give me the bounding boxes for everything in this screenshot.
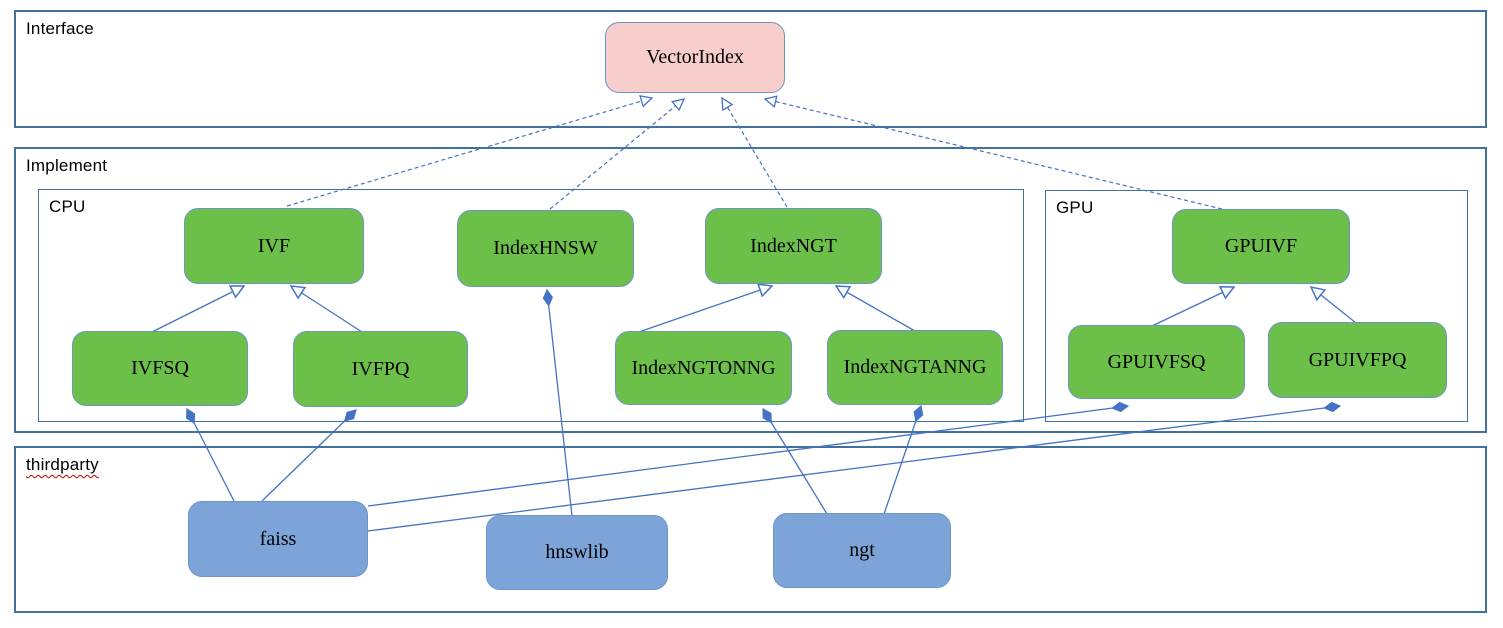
implement-container-label: Implement xyxy=(26,156,108,175)
cpu-container: CPU xyxy=(38,189,1024,422)
node-indexhnsw: IndexHNSW xyxy=(457,210,634,287)
gpu-container: GPU xyxy=(1045,190,1468,422)
node-ivf-label: IVF xyxy=(257,234,291,257)
edge-ivfpq-ivf xyxy=(291,286,363,333)
node-ivfsq: IVFSQ xyxy=(72,331,248,406)
edge-ivf-vectorindex xyxy=(286,98,652,207)
node-hnswlib: hnswlib xyxy=(486,515,668,590)
node-indexngtonng: IndexNGTONNG xyxy=(615,331,792,405)
interface-container-label: Interface xyxy=(26,19,94,38)
node-gpuivfsq-label: GPUIVFSQ xyxy=(1107,350,1206,373)
node-indexngtonng-label: IndexNGTONNG xyxy=(631,356,776,379)
node-indexngtanng: IndexNGTANNG xyxy=(827,330,1003,405)
node-ngt-label: ngt xyxy=(849,539,875,561)
edge-indexngtanng-indexngt xyxy=(836,286,916,332)
node-gpuivfpq-label: GPUIVFPQ xyxy=(1308,348,1407,371)
node-indexngt-label: IndexNGT xyxy=(750,234,837,257)
node-ivf: IVF xyxy=(184,208,364,284)
node-indexngt: IndexNGT xyxy=(705,208,882,284)
node-vectorindex: VectorIndex xyxy=(605,22,785,93)
node-faiss: faiss xyxy=(188,501,368,577)
node-hnswlib-label: hnswlib xyxy=(545,541,609,563)
node-gpuivfpq: GPUIVFPQ xyxy=(1268,322,1447,398)
node-indexhnsw-label: IndexHNSW xyxy=(493,237,598,259)
implement-container: Implement xyxy=(14,147,1487,433)
edge-indexngtonng-indexngt xyxy=(632,286,772,335)
node-gpuivf-label: GPUIVF xyxy=(1224,235,1298,257)
edge-indexhnsw-vectorindex xyxy=(549,99,684,210)
node-ivfpq-label: IVFPQ xyxy=(351,357,410,380)
edge-ivfsq-ivf xyxy=(151,286,244,333)
edge-ngt-indexngtonng xyxy=(762,408,828,515)
edge-gpuivf-vectorindex xyxy=(765,99,1223,210)
node-vectorindex-label: VectorIndex xyxy=(646,46,744,68)
edge-faiss-gpuivfsq xyxy=(367,401,1130,507)
edge-faiss-ivfpq xyxy=(261,409,357,502)
node-gpuivf: GPUIVF xyxy=(1172,209,1350,284)
node-ivfpq: IVFPQ xyxy=(293,331,468,407)
edge-gpuivfsq-gpuivf xyxy=(1151,287,1234,327)
node-indexngtanng-label: IndexNGTANNG xyxy=(843,356,987,378)
thirdparty-container-label: thirdparty xyxy=(26,455,99,474)
node-ngt: ngt xyxy=(773,513,951,588)
edge-gpuivfpq-gpuivf xyxy=(1311,287,1357,324)
cpu-container-label: CPU xyxy=(49,197,86,216)
node-gpuivfsq: GPUIVFSQ xyxy=(1068,325,1245,399)
node-ivfsq-label: IVFSQ xyxy=(131,357,189,379)
edge-faiss-ivfsq xyxy=(185,407,235,502)
gpu-container-label: GPU xyxy=(1056,198,1094,217)
node-faiss-label: faiss xyxy=(259,527,297,550)
edge-faiss-gpuivfpq xyxy=(367,401,1342,532)
edge-hnswlib-indexhnsw xyxy=(542,288,573,517)
edge-ngt-indexngtanng xyxy=(883,404,924,515)
edge-indexngt-vectorindex xyxy=(722,98,788,208)
thirdparty-container: thirdparty xyxy=(14,446,1487,613)
interface-container: Interface xyxy=(14,10,1487,128)
